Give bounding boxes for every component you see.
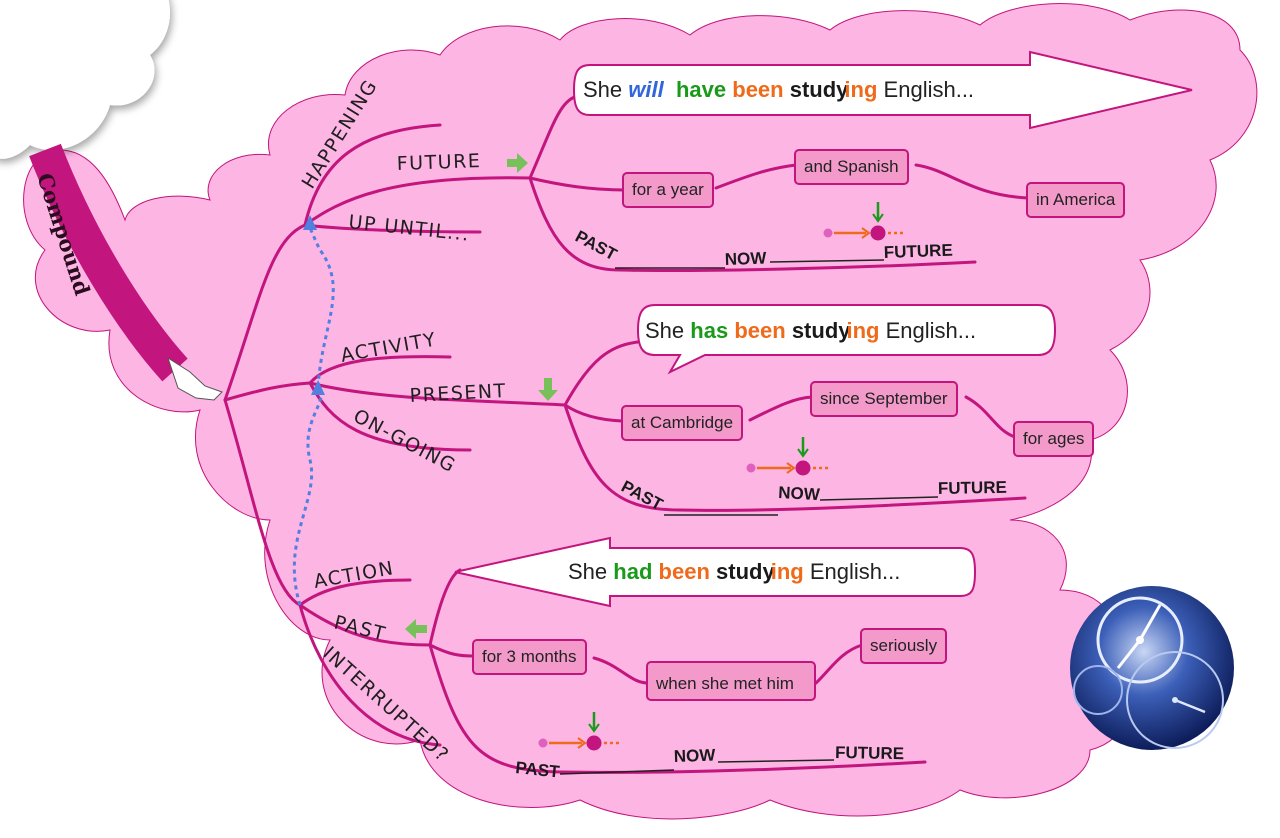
timeline-past-label: PAST	[515, 758, 561, 782]
past-sentence: She had been studying English...	[568, 559, 900, 585]
phrase-box: at Cambridge	[621, 405, 744, 441]
phrase-box: seriously	[860, 628, 948, 664]
timeline-now-label: NOW	[724, 249, 767, 269]
tense-labels: FUTURE PRESENT PAST	[332, 150, 507, 646]
sentence-object: English...	[885, 318, 977, 343]
sentence-verb-ing: ing	[846, 318, 880, 343]
timeline-future-label: FUTURE	[835, 743, 904, 763]
sentence-verb-stem: study	[791, 318, 851, 343]
phrase-box: for ages	[1013, 421, 1095, 457]
phrase-box: for a year	[622, 172, 714, 208]
sentence-verb-ing: ing	[770, 559, 804, 584]
tense-label-future: FUTURE	[396, 150, 481, 175]
future-arrow-shape	[572, 50, 1193, 130]
sentence-will: will	[628, 77, 664, 102]
sentence-aux: had	[613, 559, 653, 584]
future-timeline: PAST NOW FUTURE	[572, 202, 953, 269]
timeline-now-label: NOW	[673, 746, 716, 766]
phrase-box: in America	[1026, 182, 1126, 218]
arrow-left-icon	[405, 619, 427, 639]
timeline-future-label: FUTURE	[938, 478, 1007, 498]
sentence-aux: have	[675, 77, 727, 102]
sentence-been: been	[734, 318, 786, 343]
phrase-box: when she met him	[646, 661, 816, 701]
sentence-verb-ing: ing	[844, 77, 878, 102]
tense-label-present: PRESENT	[409, 380, 507, 407]
compound-band	[29, 143, 223, 401]
timeline-now-label: NOW	[778, 483, 821, 504]
branch-lines	[223, 93, 1030, 774]
sentence-been: been	[658, 559, 710, 584]
sentence-verb-stem: study	[789, 77, 849, 102]
timeline-marker-icon	[538, 712, 621, 751]
sentence-object: English...	[883, 77, 975, 102]
past-timeline: PAST NOW FUTURE	[515, 712, 904, 782]
timeline-marker-icon	[746, 437, 830, 476]
thought-cloud	[0, 0, 170, 159]
arrow-down-icon	[538, 378, 558, 401]
phrase-box: for 3 months	[472, 639, 587, 675]
clock-icon	[1070, 586, 1234, 750]
phrase-box: since September	[810, 381, 958, 417]
timeline-marker-icon	[823, 202, 905, 241]
present-speech-bubble	[636, 304, 1057, 375]
past-arrow-shape	[454, 536, 977, 608]
present-sentence: She has been studying English...	[645, 318, 976, 344]
arrow-right-icon	[507, 153, 528, 173]
dotted-progression-arrow	[292, 215, 335, 606]
sentence-object: English...	[809, 559, 901, 584]
sentence-verb-stem: study	[716, 559, 775, 584]
future-sentence: She will have been studying English...	[583, 77, 974, 103]
sentence-subject: She	[583, 77, 623, 102]
sentence-aux: has	[690, 318, 729, 343]
timeline-future-label: FUTURE	[883, 241, 953, 262]
phrase-box: and Spanish	[794, 149, 909, 185]
sentence-subject: She	[568, 559, 608, 584]
sentence-subject: She	[645, 318, 685, 343]
sentence-been: been	[732, 77, 784, 102]
